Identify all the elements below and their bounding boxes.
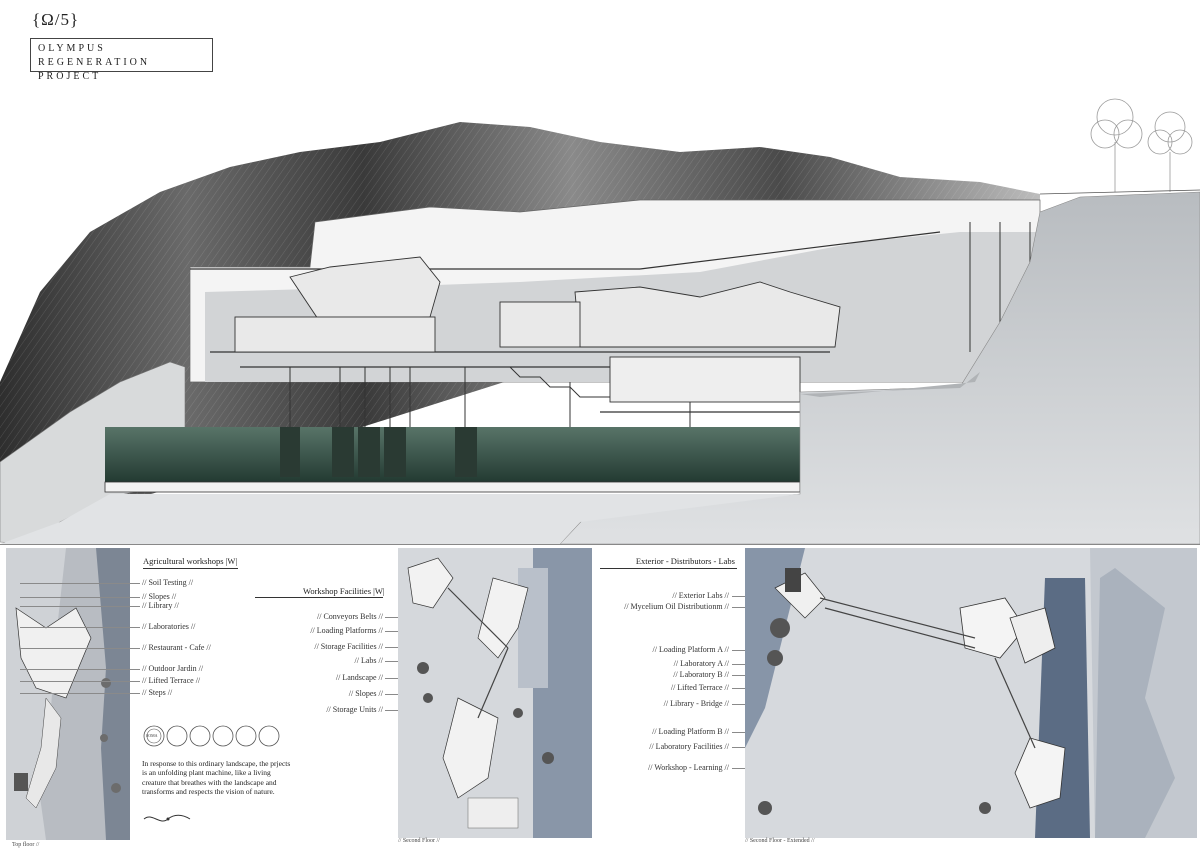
second-floor-extended-plan-drawing <box>745 548 1197 838</box>
project-sign: {Ω/5} <box>32 10 80 29</box>
legend-item-landscape: // Landscape // <box>335 673 383 682</box>
top-floor-caption: Top floor // <box>12 842 40 848</box>
second-floor-extended-caption: // Second Floor - Extended // <box>745 838 815 844</box>
legend-item-laboratories: // Laboratories // <box>142 622 196 631</box>
logo-text: SOMA <box>146 733 158 738</box>
flourish-ornament <box>143 814 191 822</box>
legend-item-labs: // Labs // <box>354 656 383 665</box>
exterior-heading: Exterior - Distributors - Labs <box>635 556 735 566</box>
legend-item-lifted-terrace: // Lifted Terrace // <box>142 676 201 685</box>
project-title-line1: OLYMPUS <box>38 43 106 54</box>
rock-ledge <box>800 372 980 397</box>
second-floor-caption: // Second Floor // <box>398 838 440 844</box>
building-section-drawing <box>0 98 1200 544</box>
legend-item-library: // Library // <box>142 601 179 610</box>
water-pillars <box>280 427 477 477</box>
legend-item-slopes-2: // Slopes // <box>348 689 383 698</box>
leader-line <box>20 583 140 584</box>
legend-item-library-bridge: // Library - Bridge // <box>663 699 729 708</box>
ground-rock <box>0 494 800 544</box>
lower-volumes <box>609 356 801 403</box>
tree-icons <box>1090 98 1193 192</box>
upper-volumes <box>234 256 841 353</box>
section-stair <box>480 366 610 398</box>
legend-item-workshop-learning: // Workshop - Learning // <box>648 763 729 772</box>
legend-item-loading-platform-a: // Loading Platform A // <box>652 645 729 654</box>
second-floor-extended-plan <box>745 548 1197 838</box>
legend-item-outdoor-jardin: // Outdoor Jardin // <box>142 664 204 673</box>
leader-line <box>20 606 140 607</box>
workshop-heading: Workshop Facilities |W| <box>303 586 385 596</box>
legend-item-slopes: // Slopes // <box>142 592 177 601</box>
top-ground-line <box>1039 189 1200 195</box>
legend-item-loading-platforms: // Loading Platforms // <box>310 626 383 635</box>
second-floor-plan <box>398 548 592 838</box>
legend-item-laboratory-a: // Laboratory A // <box>673 659 729 668</box>
agricultural-heading-rule <box>143 568 238 569</box>
agricultural-heading: Agricultural workshops |W| <box>143 556 238 566</box>
leader-line <box>20 627 140 628</box>
legend-item-exterior-labs: // Exterior Labs // <box>672 591 729 600</box>
leader-line <box>20 669 140 670</box>
leader-line <box>20 597 140 598</box>
foundation-slab <box>104 481 801 493</box>
legend-item-steps: // Steps // <box>142 688 173 697</box>
project-title-box: OLYMPUS REGENERATION PROJECT <box>30 38 213 82</box>
water-reservoir <box>105 427 800 482</box>
section-divider <box>0 544 1200 545</box>
legend-item-lifted-terrace-2: // Lifted Terrace // <box>670 683 729 692</box>
legend-item-restaurant-cafe: // Restaurant - Cafe // <box>142 643 211 652</box>
top-floor-plan-drawing <box>14 548 130 840</box>
leader-line <box>20 693 140 694</box>
legend-item-storage-facilities: // Storage Facilities // <box>314 642 383 651</box>
second-floor-plan-drawing <box>407 548 592 838</box>
project-title-line2: REGENERATION PROJECT <box>38 57 151 82</box>
legend-item-laboratory-b: // Laboratory B // <box>673 670 729 679</box>
top-floor-plan <box>6 548 130 840</box>
legend-item-soil-testing: // Soil Testing // <box>142 578 194 587</box>
legend-item-loading-platform-b: // Loading Platform B // <box>652 727 729 736</box>
floor-slabs <box>190 231 941 413</box>
legend-item-storage-units: // Storage Units // <box>326 705 383 714</box>
workshop-heading-rule <box>255 597 383 598</box>
project-description: In response to this ordinary landscape, … <box>142 759 291 797</box>
legend-item-laboratory-facilities: // Laboratory Facilities // <box>649 742 729 751</box>
leader-line <box>20 648 140 649</box>
legend-item-conveyor-belts: // Conveyors Belts // <box>317 612 383 621</box>
legend-item-mycelium-oil: // Mycelium Oil Distributionm // <box>624 602 729 611</box>
leader-line <box>20 681 140 682</box>
exterior-heading-rule <box>600 568 737 569</box>
logo-circles <box>143 725 280 747</box>
